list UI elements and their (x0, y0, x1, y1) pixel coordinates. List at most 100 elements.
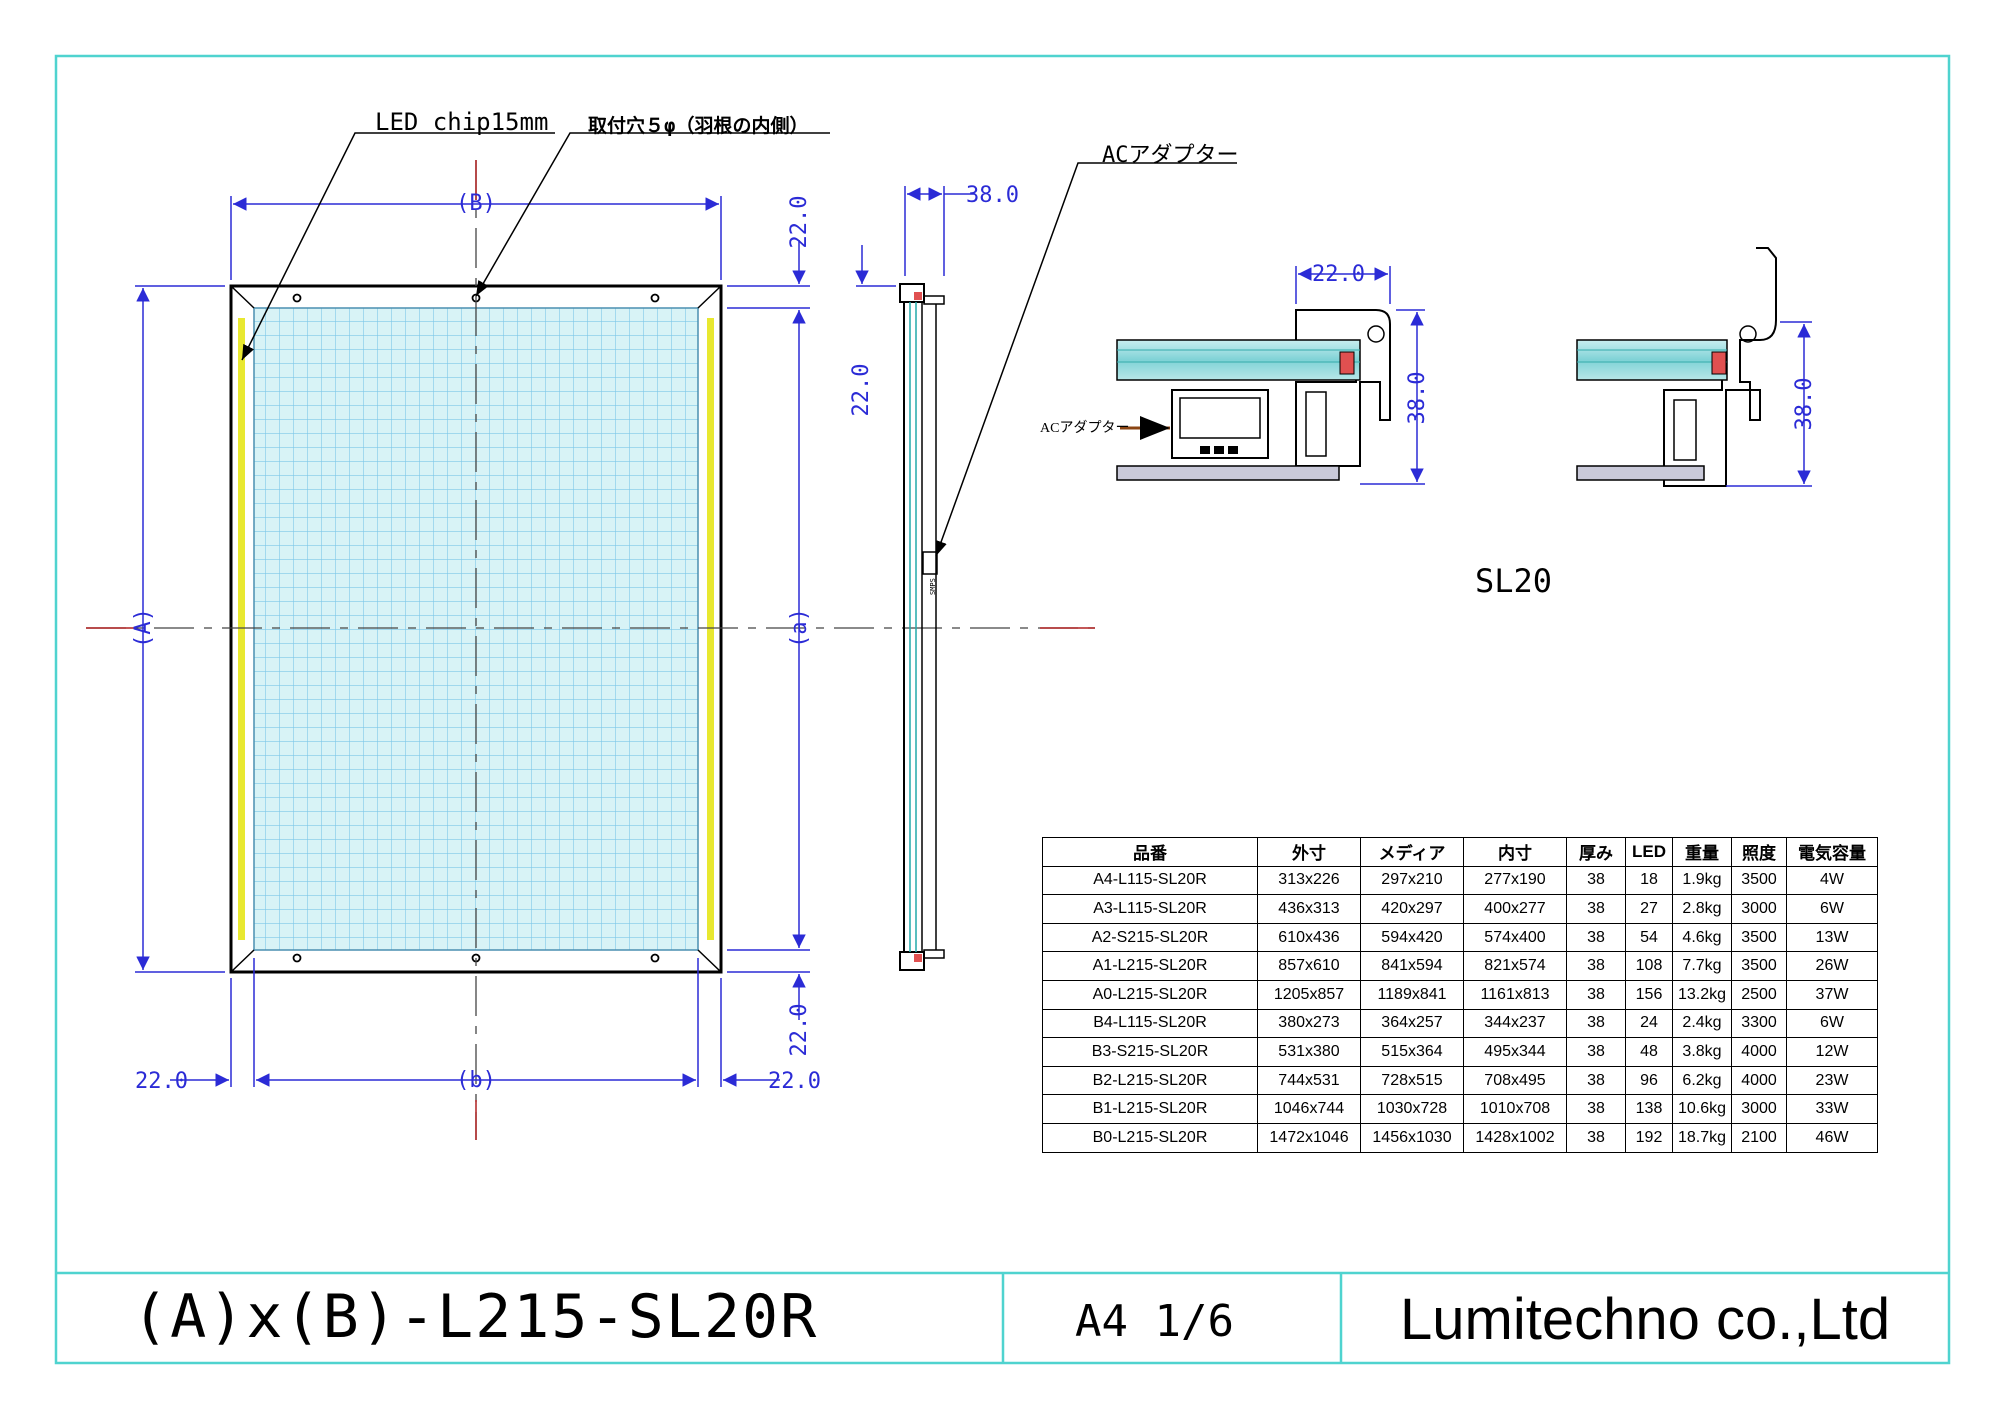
spec-cell: 46W (1786, 1122, 1878, 1153)
spec-cell: 420x297 (1360, 894, 1464, 924)
dim-22-right: 22.0 (768, 1069, 821, 1094)
spec-cell: A4-L115-SL20R (1042, 865, 1258, 896)
dim-B-label: (B) (456, 191, 496, 216)
spec-cell: A0-L215-SL20R (1042, 979, 1258, 1010)
spec-cell: 108 (1625, 951, 1673, 981)
dim-22-top: 22.0 (787, 196, 812, 249)
spec-cell: 364x257 (1360, 1008, 1464, 1039)
spec-cell: 2100 (1731, 1122, 1787, 1153)
spec-header-cell: 照度 (1731, 837, 1787, 867)
spec-cell: 313x226 (1257, 865, 1361, 896)
spec-cell: 33W (1786, 1094, 1878, 1124)
spec-cell: 436x313 (1257, 894, 1361, 924)
spec-cell: 38 (1566, 1094, 1626, 1124)
spec-cell: 708x495 (1463, 1065, 1567, 1096)
dim-22-left: 22.0 (135, 1069, 188, 1094)
spec-cell: 1205x857 (1257, 979, 1361, 1010)
spec-cell: 1456x1030 (1360, 1122, 1464, 1153)
side-view (899, 283, 945, 971)
spec-cell: 4W (1786, 865, 1878, 896)
spec-cell: 821x574 (1463, 951, 1567, 981)
ac-adapter-side (922, 551, 938, 575)
section-detail-left (1116, 309, 1391, 481)
spec-cell: 54 (1625, 922, 1673, 953)
spec-cell: 3300 (1731, 1008, 1787, 1039)
front-view (86, 160, 1095, 1140)
dim-38-section-right: 38.0 (1792, 378, 1817, 431)
spec-cell: 594x420 (1360, 922, 1464, 953)
spec-cell: 38 (1566, 865, 1626, 896)
spec-cell: A3-L115-SL20R (1042, 894, 1258, 924)
spec-cell: 3500 (1731, 865, 1787, 896)
spec-cell: 18.7kg (1672, 1122, 1732, 1153)
spec-cell: 26W (1786, 951, 1878, 981)
spec-header-cell: メディア (1360, 837, 1464, 867)
spec-cell: 10.6kg (1672, 1094, 1732, 1124)
dim-22-bottom: 22.0 (787, 1004, 812, 1057)
spec-cell: 23W (1786, 1065, 1878, 1096)
dim-38-section-left: 38.0 (1405, 372, 1430, 425)
spec-cell: 344x237 (1463, 1008, 1567, 1039)
spec-header-cell: 電気容量 (1786, 837, 1878, 867)
front-dimensions (135, 196, 810, 1087)
spec-cell: 6W (1786, 1008, 1878, 1039)
side-dimensions (855, 186, 975, 287)
spec-cell: 728x515 (1360, 1065, 1464, 1096)
led-strip-left (238, 318, 245, 940)
spec-cell: 2.4kg (1672, 1008, 1732, 1039)
spec-cell: B2-L215-SL20R (1042, 1065, 1258, 1096)
dim-b-label: (b) (456, 1068, 496, 1093)
spec-cell: 4000 (1731, 1065, 1787, 1096)
ac-adapter-label-small: ACアダプター (1040, 420, 1129, 436)
spec-cell: 6W (1786, 894, 1878, 924)
spec-cell: 297x210 (1360, 865, 1464, 896)
led-chip-label: LED chip15mm (375, 108, 548, 136)
spec-cell: 531x380 (1257, 1037, 1361, 1067)
spec-cell: 3.8kg (1672, 1037, 1732, 1067)
spec-header-cell: LED (1625, 837, 1673, 867)
spec-cell: A2-S215-SL20R (1042, 922, 1258, 953)
spec-header-cell: 重量 (1672, 837, 1732, 867)
spec-cell: 6.2kg (1672, 1065, 1732, 1096)
section-detail-right (1576, 247, 1777, 487)
spec-cell: 38 (1566, 1122, 1626, 1153)
spec-cell: 1.9kg (1672, 865, 1732, 896)
spec-cell: 277x190 (1463, 865, 1567, 896)
spec-cell: A1-L215-SL20R (1042, 951, 1258, 981)
spec-cell: 96 (1625, 1065, 1673, 1096)
spec-header-cell: 外寸 (1257, 837, 1361, 867)
spec-cell: 4000 (1731, 1037, 1787, 1067)
spec-cell: 27 (1625, 894, 1673, 924)
mount-holes (292, 293, 660, 963)
spec-cell: 3000 (1731, 894, 1787, 924)
labels: LED chip15mm 取付穴５φ（羽根の内側） ACアダプター ACアダプタ… (131, 108, 1817, 1094)
dim-22-section: 22.0 (1312, 262, 1365, 287)
spec-cell: 1030x728 (1360, 1094, 1464, 1124)
spec-cell: 156 (1625, 979, 1673, 1010)
spec-header-cell: 品番 (1042, 837, 1258, 867)
spec-cell: 495x344 (1463, 1037, 1567, 1067)
spec-cell: 38 (1566, 1008, 1626, 1039)
spec-cell: 13W (1786, 922, 1878, 953)
spec-cell: 37W (1786, 979, 1878, 1010)
title-company: Lumitechno co.,Ltd (1400, 1287, 1891, 1352)
spec-cell: 38 (1566, 922, 1626, 953)
spec-cell: 841x594 (1360, 951, 1464, 981)
spec-cell: 1010x708 (1463, 1094, 1567, 1124)
spec-cell: 192 (1625, 1122, 1673, 1153)
spec-cell: 48 (1625, 1037, 1673, 1067)
spec-cell: 400x277 (1463, 894, 1567, 924)
spec-cell: B0-L215-SL20R (1042, 1122, 1258, 1153)
spec-cell: 38 (1566, 951, 1626, 981)
spec-cell: 574x400 (1463, 922, 1567, 953)
spec-cell: 2500 (1731, 979, 1787, 1010)
spec-cell: 38 (1566, 1037, 1626, 1067)
spec-cell: 38 (1566, 894, 1626, 924)
